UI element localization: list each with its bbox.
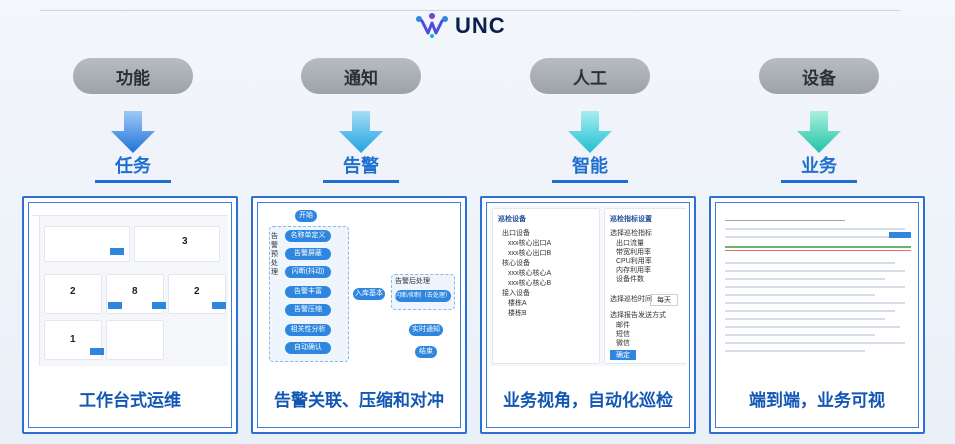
caption-alarm: 告警关联、压缩和对冲 xyxy=(274,391,444,410)
flow-node: 告警丰富 xyxy=(285,286,331,298)
notify-item[interactable]: 短信 xyxy=(616,331,630,338)
flow-node: 名称单定义 xyxy=(285,230,331,242)
brand-logo: UNC xyxy=(415,10,506,42)
stat-number: 1 xyxy=(70,334,76,345)
brand-name: UNC xyxy=(455,13,506,38)
metric-item[interactable]: 设备件数 xyxy=(616,276,644,283)
pill-notify: 通知 xyxy=(301,58,421,94)
topology-screenshot xyxy=(719,206,915,366)
device-item[interactable]: 接入设备 xyxy=(502,290,530,297)
flow-node: 自动确认 xyxy=(285,342,331,354)
card-inspection: 巡检设备 出口设备 xxx核心出口A xxx核心出口B 核心设备 xxx核心核心… xyxy=(480,196,696,434)
device-item[interactable]: xxx核心核心A xyxy=(508,270,552,277)
underline-alarm xyxy=(323,180,399,183)
alarm-flow-diagram: 开始 告警预处理 名称单定义 告警屏蔽 闪断(抖动) 告警丰富 告警压缩 相关性… xyxy=(261,206,457,366)
inspection-metric-title: 巡检指标设置 xyxy=(610,216,652,223)
underline-business xyxy=(781,180,857,183)
confirm-button[interactable]: 确定 xyxy=(610,350,636,360)
pill-manual: 人工 xyxy=(530,58,650,94)
pill-function: 功能 xyxy=(73,58,193,94)
pill-device: 设备 xyxy=(759,58,879,94)
metric-item[interactable]: 带宽利用率 xyxy=(616,249,651,256)
device-item[interactable]: 核心设备 xyxy=(502,260,530,267)
notify-item[interactable]: 微信 xyxy=(616,340,630,347)
flow-node: 闪断(抖动) xyxy=(285,266,331,278)
down-arrow-icon xyxy=(339,111,383,153)
device-item[interactable]: xxx核心核心B xyxy=(508,280,552,287)
notify-item[interactable]: 邮件 xyxy=(616,322,630,329)
down-arrow-icon xyxy=(568,111,612,153)
caption-end-to-end: 端到端，业务可视 xyxy=(749,391,885,410)
stat-number: 2 xyxy=(70,286,76,297)
label-business: 业务 xyxy=(801,156,837,176)
caption-workbench: 工作台式运维 xyxy=(79,391,181,410)
label-smart: 智能 xyxy=(572,156,608,176)
underline-task xyxy=(95,180,171,183)
card-end-to-end: 端到端，业务可视 xyxy=(709,196,925,434)
flow-node: 实时通知 xyxy=(409,324,443,336)
stat-number: 2 xyxy=(194,286,200,297)
workbench-screenshot: 3 2 8 2 1 xyxy=(32,206,228,366)
notify-label: 选择报告发送方式 xyxy=(610,312,666,319)
flow-node: 告警压缩 xyxy=(285,304,331,316)
device-item[interactable]: 出口设备 xyxy=(502,230,530,237)
flow-end: 结束 xyxy=(415,346,437,358)
unc-logo-icon xyxy=(416,13,448,38)
card-workbench: 3 2 8 2 1 工作台式运维 xyxy=(22,196,238,434)
flow-group-title: 告警预处理 xyxy=(271,233,278,276)
underline-smart xyxy=(552,180,628,183)
device-item[interactable]: xxx核心出口B xyxy=(508,250,552,257)
flow-node: 相关性分析 xyxy=(285,324,331,336)
device-item[interactable]: xxx核心出口A xyxy=(508,240,552,247)
inspection-screenshot: 巡检设备 出口设备 xxx核心出口A xxx核心出口B 核心设备 xxx核心核心… xyxy=(490,206,686,366)
label-task: 任务 xyxy=(115,156,151,176)
stat-number: 3 xyxy=(182,236,188,247)
metric-item[interactable]: 出口流量 xyxy=(616,240,644,247)
label-alarm: 告警 xyxy=(343,156,379,176)
metric-subtitle: 选择巡检指标 xyxy=(610,230,652,237)
flow-node: 入库基本 xyxy=(353,288,385,300)
metric-item[interactable]: CPU利用率 xyxy=(616,258,652,265)
inspection-device-title: 巡检设备 xyxy=(498,216,526,223)
flow-node: 告警屏蔽 xyxy=(285,248,331,260)
flow-node: 闪断/抑制（去处理） xyxy=(395,290,451,302)
card-alarm-flow: 开始 告警预处理 名称单定义 告警屏蔽 闪断(抖动) 告警丰富 告警压缩 相关性… xyxy=(251,196,467,434)
device-item[interactable]: 楼栋B xyxy=(508,310,527,317)
time-select[interactable]: 每天 xyxy=(650,294,678,306)
flow-right-title: 告警后处理 xyxy=(395,278,430,285)
down-arrow-icon xyxy=(111,111,155,153)
metric-item[interactable]: 内存利用率 xyxy=(616,267,651,274)
stat-number: 8 xyxy=(132,286,138,297)
caption-inspection: 业务视角，自动化巡检 xyxy=(503,391,673,410)
top-divider xyxy=(40,10,900,11)
flow-start: 开始 xyxy=(295,210,317,222)
time-label: 选择巡检时间 xyxy=(610,296,652,303)
down-arrow-icon xyxy=(797,111,841,153)
device-item[interactable]: 楼栋A xyxy=(508,300,527,307)
